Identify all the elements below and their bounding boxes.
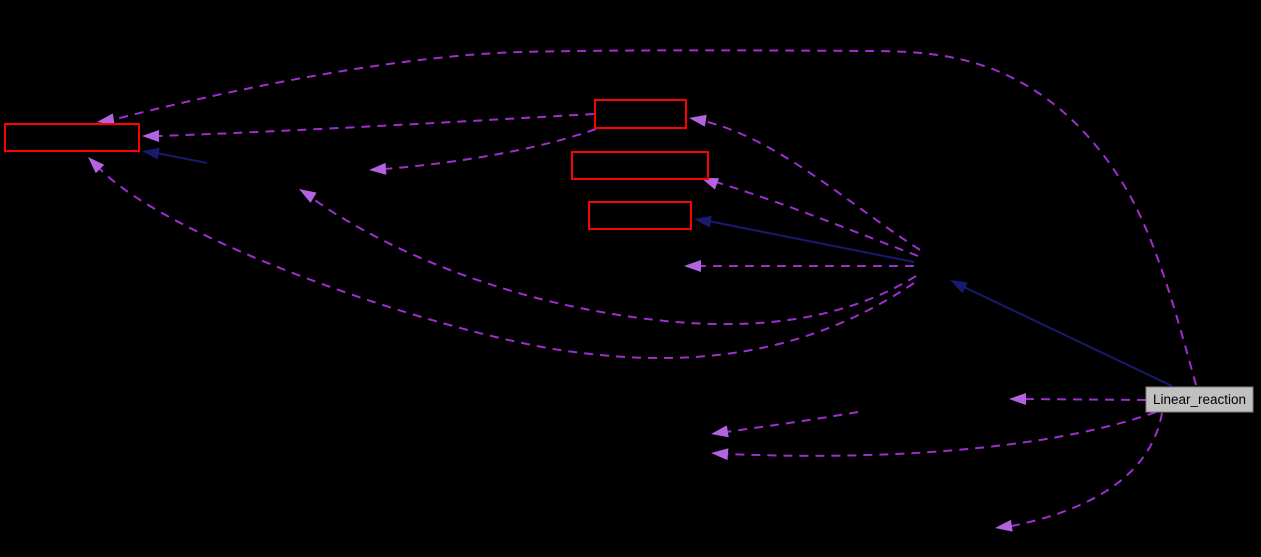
edge-midnode-to-left <box>142 147 208 164</box>
edge-center-top-to-left-line <box>157 113 595 137</box>
edge-linear-to-node-a <box>1009 393 1147 405</box>
highlighted-node-center-middle[interactable] <box>571 151 709 180</box>
edge-linear-to-node-b-line <box>726 411 1157 457</box>
highlighted-node-left[interactable] <box>4 123 140 152</box>
edge-linear-to-node-b <box>711 411 1157 461</box>
edge-hub-to-center-middle-line <box>715 181 919 257</box>
edge-hub-to-center-bottom <box>694 215 915 263</box>
edge-center-top-to-midnode <box>369 128 597 175</box>
highlighted-node-center-top[interactable] <box>594 99 687 129</box>
edge-swoop-lower-arrowhead-icon <box>88 157 105 174</box>
edge-center-top-to-left-arrowhead-icon <box>142 130 159 142</box>
edge-linear-to-node-a-arrowhead-icon <box>1009 393 1026 405</box>
edge-arc-top-arrowhead-icon <box>97 113 115 126</box>
edge-hub-to-center-top <box>689 114 921 251</box>
edge-node-a-to-node-b-line <box>725 411 859 433</box>
edge-linear-to-node-c <box>995 412 1163 532</box>
edge-hub-to-center-bottom-arrowhead-icon <box>694 215 712 228</box>
edge-hub-horizontal-arrowhead-icon <box>684 260 701 272</box>
edge-hub-to-center-middle-arrowhead-icon <box>701 178 720 190</box>
edge-swoop-upper <box>299 189 917 326</box>
edge-swoop-lower <box>88 157 915 360</box>
edge-midnode-to-left-line <box>155 152 208 164</box>
edge-hub-to-center-middle <box>701 178 919 257</box>
edge-hub-horizontal <box>684 260 914 272</box>
edge-linear-to-hub-line <box>963 286 1173 387</box>
edge-linear-to-node-a-line <box>1024 398 1147 401</box>
edge-hub-to-center-bottom-line <box>707 220 915 263</box>
edge-linear-to-hub <box>950 280 1173 387</box>
edge-linear-to-node-b-arrowhead-icon <box>711 448 729 461</box>
edge-linear-to-hub-arrowhead-icon <box>950 280 968 294</box>
edge-center-top-to-left <box>142 113 595 142</box>
edge-swoop-upper-line <box>311 197 917 326</box>
edge-swoop-lower-line <box>99 168 915 360</box>
edge-linear-to-node-c-line <box>1011 412 1163 527</box>
edge-midnode-to-left-arrowhead-icon <box>142 147 160 160</box>
edge-linear-to-node-c-arrowhead-icon <box>995 519 1013 532</box>
edge-hub-to-center-top-line <box>703 120 921 251</box>
main-node-linear-reaction[interactable] <box>1145 386 1254 413</box>
edge-node-a-to-node-b-arrowhead-icon <box>711 425 729 438</box>
edge-arc-top <box>97 49 1197 386</box>
highlighted-node-center-bottom[interactable] <box>588 201 692 230</box>
edge-center-top-to-midnode-line <box>383 128 597 170</box>
edge-swoop-upper-arrowhead-icon <box>299 189 317 203</box>
edge-hub-to-center-top-arrowhead-icon <box>689 114 707 127</box>
main-node-linear-reaction-label: Linear_reaction <box>1153 392 1246 407</box>
edge-node-a-to-node-b <box>711 411 859 438</box>
edge-center-top-to-midnode-arrowhead-icon <box>369 162 387 175</box>
